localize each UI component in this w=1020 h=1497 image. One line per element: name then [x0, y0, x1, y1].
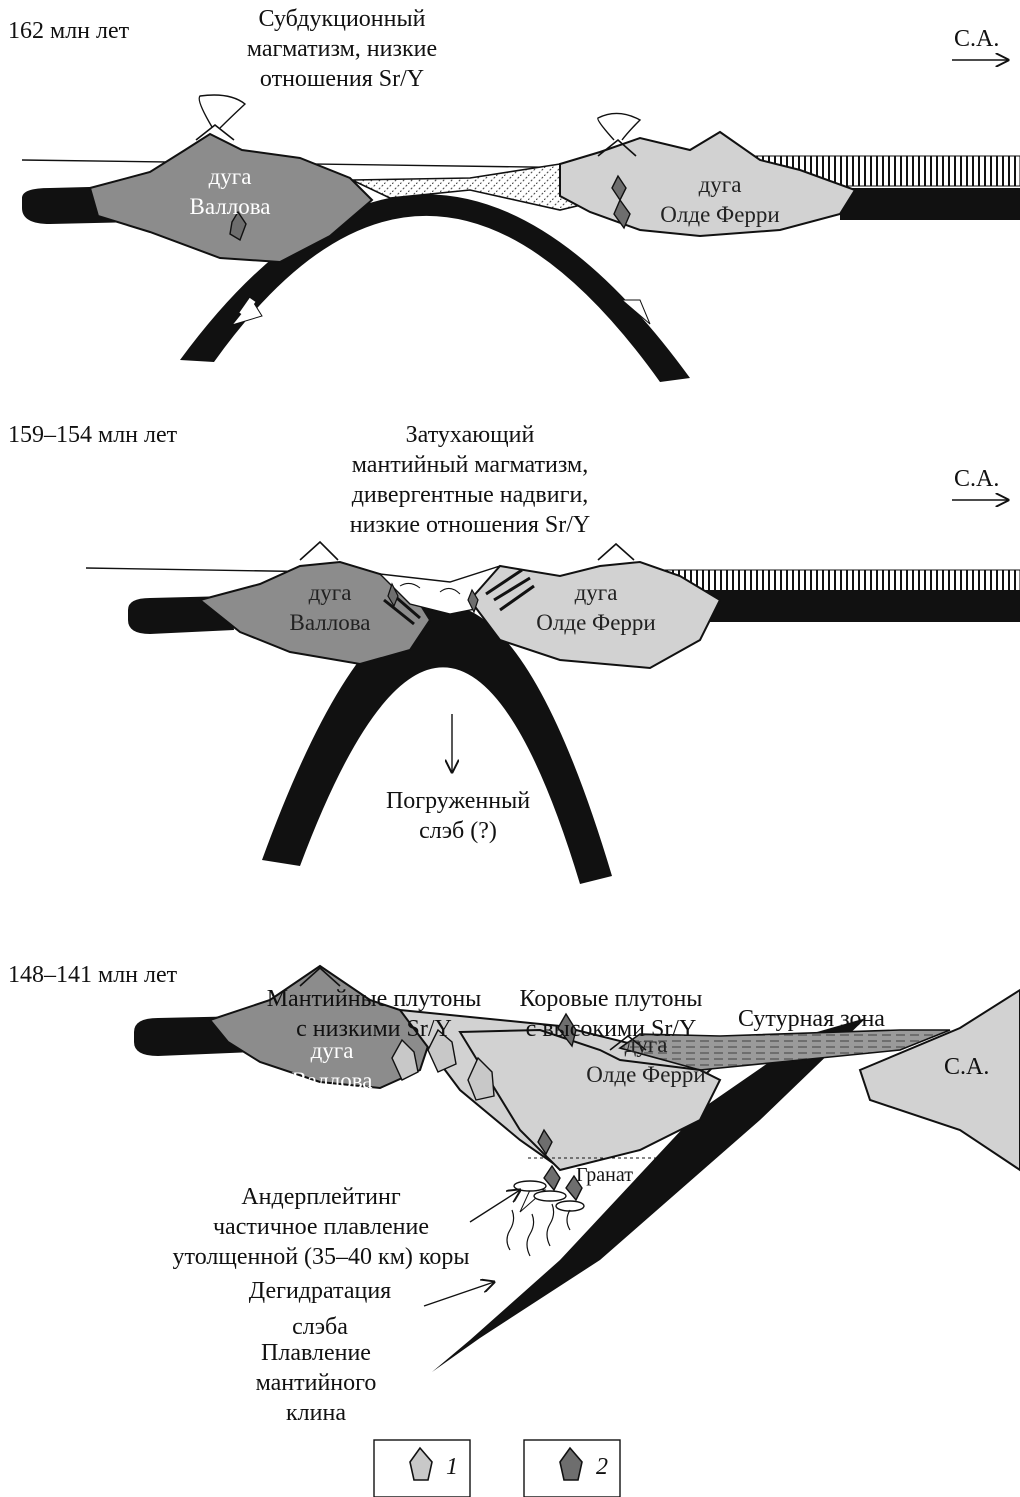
slab-label-line: Погруженный [358, 786, 558, 816]
panel-1-age: 162 млн лет [8, 16, 129, 46]
label-line: утолщенной (35–40 км) коры [156, 1242, 486, 1272]
suture-zone-label: Сутурная зона [738, 1004, 885, 1034]
caption-line: дивергентные надвиги, [320, 480, 620, 510]
arc-label-line: дуга [516, 578, 676, 608]
legend-label-1: 1 [446, 1452, 458, 1482]
legend-label-2: 2 [596, 1452, 608, 1482]
arc-label-line: Олде Ферри [640, 200, 800, 230]
volcano-plume-right [598, 113, 640, 140]
panel-1-caption: Субдукционный магматизм, низкие отношени… [192, 4, 492, 94]
garnet-label: Гранат [576, 1160, 633, 1190]
underplating-label: Андерплейтинг частичное плавление утолще… [156, 1182, 486, 1272]
volcano-plume-left [199, 95, 245, 128]
caption-line: Субдукционный [192, 4, 492, 34]
direction-label: С.А. [954, 464, 999, 494]
label-line: Мантийные плутоны [246, 984, 502, 1014]
mantle-plutons-label: Мантийные плутоны с низкими Sr/Y [246, 984, 502, 1044]
label-line: Андерплейтинг [156, 1182, 486, 1212]
caption-line: Затухающий [320, 420, 620, 450]
arc-label-line: Валлова [270, 608, 390, 638]
arc-label-line: дуга [272, 1036, 392, 1066]
label-line: частичное плавление [156, 1212, 486, 1242]
slab-label-line: слэб (?) [358, 816, 558, 846]
label-line: Коровые плутоны [500, 984, 722, 1014]
arc-label-line: дуга [170, 162, 290, 192]
legend [374, 1440, 620, 1497]
arc-label-line: дуга [566, 1030, 726, 1060]
panel-2-caption: Затухающий мантийный магматизм, диверген… [320, 420, 620, 540]
label-line: клина [236, 1398, 396, 1428]
panel-2-age: 159–154 млн лет [8, 420, 177, 450]
wallowa-label: дуга Валлова [270, 578, 390, 638]
wallowa-label: дуга Валлова [170, 162, 290, 222]
arc-label-line: Олде Ферри [516, 608, 676, 638]
label-line: мантийного [236, 1368, 396, 1398]
north-america-label: С.А. [944, 1052, 989, 1082]
arc-label-line: дуга [270, 578, 390, 608]
arc-label-line: Валлова [272, 1066, 392, 1096]
wallowa-label: дуга Валлова [272, 1036, 392, 1096]
plate-right-tail [840, 188, 1020, 220]
sunken-slab-label: Погруженный слэб (?) [358, 786, 558, 846]
arc-label-line: Олде Ферри [566, 1060, 726, 1090]
mantle-wedge-label: Плавление мантийного клина [236, 1338, 396, 1428]
direction-label: С.А. [954, 24, 999, 54]
olds-ferry-label: дуга Олде Ферри [516, 578, 676, 638]
panel-3-age: 148–141 млн лет [8, 960, 177, 990]
olds-ferry-label: дуга Олде Ферри [640, 170, 800, 230]
fluid-paths [507, 1204, 570, 1256]
label-line: Плавление [236, 1338, 396, 1368]
caption-line: мантийный магматизм, [320, 450, 620, 480]
dehydration-label: Дегидратация слэба [220, 1276, 420, 1342]
label-line: Дегидратация [220, 1276, 420, 1306]
arc-label-line: дуга [640, 170, 800, 200]
caption-line: отношения Sr/Y [192, 64, 492, 94]
caption-line: низкие отношения Sr/Y [320, 510, 620, 540]
plate-right-tail [700, 590, 1020, 622]
arc-label-line: Валлова [170, 192, 290, 222]
caption-line: магматизм, низкие [192, 34, 492, 64]
olds-ferry-label: дуга Олде Ферри [566, 1030, 726, 1090]
